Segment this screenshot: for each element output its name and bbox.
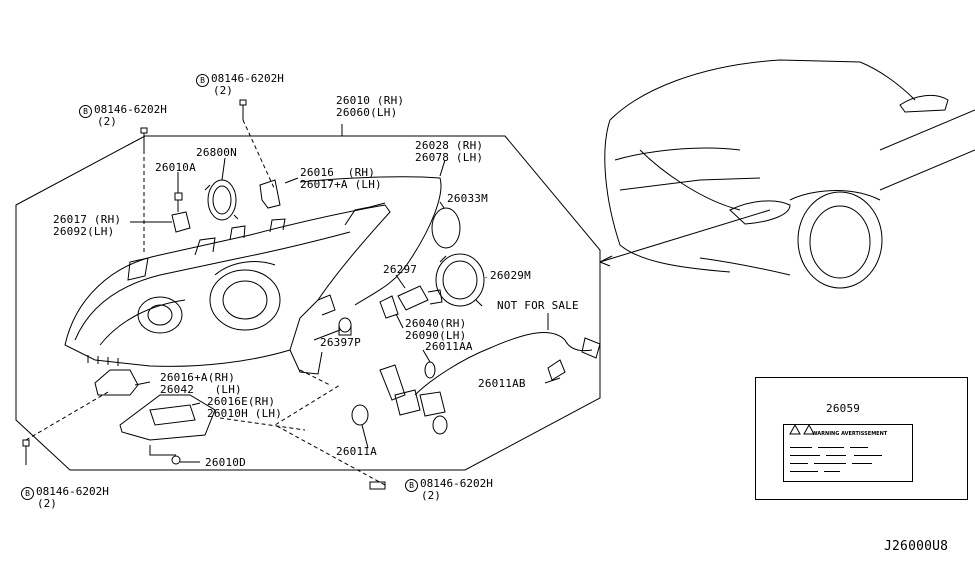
text-line	[818, 447, 844, 448]
label-26016: 26016 (RH)	[300, 166, 376, 179]
bolt-code: 08146-6202H	[211, 72, 284, 85]
bolt-bottom-mid-icon	[369, 481, 386, 490]
label-26029M: 26029M	[490, 269, 531, 282]
label-26800N: 26800N	[196, 146, 237, 159]
label-not-for-sale: NOT FOR SALE	[497, 299, 579, 312]
text-line	[790, 463, 808, 464]
label-26028: 26028 (RH)	[415, 139, 484, 152]
label-26397P: 26397P	[320, 336, 361, 349]
label-26010H: 26010H (LH)	[207, 407, 283, 420]
label-26092: 26092(LH)	[53, 225, 115, 238]
part-26011A-sockets	[351, 361, 448, 435]
warning-card-text: WARNING AVERTISSEMENT	[812, 431, 888, 437]
part-26297-bulb	[397, 285, 443, 311]
part-26800N-ring	[204, 179, 239, 221]
part-26017-bracket	[171, 211, 191, 233]
bolt-code: 08146-6202H	[94, 103, 167, 116]
text-line	[790, 455, 820, 456]
label-26040: 26040(RH)	[405, 317, 467, 330]
assembly-boundary	[15, 135, 601, 471]
label-26010A: 26010A	[155, 161, 196, 174]
headlamp-illustration	[64, 202, 391, 375]
label-26010: 26010 (RH)	[336, 94, 405, 107]
label-26011A: 26011A	[336, 445, 377, 458]
part-26016-bracket	[259, 179, 281, 209]
text-line	[790, 471, 818, 472]
text-line	[854, 455, 882, 456]
bolt-code: 08146-6202H	[36, 485, 109, 498]
part-26040-socket	[379, 295, 399, 319]
catalog-code: J26000U8	[884, 539, 949, 554]
label-26297: 26297	[383, 263, 418, 276]
text-line	[852, 463, 872, 464]
bolt-qty-left: (2)	[97, 115, 117, 128]
label-26016E: 26016E(RH)	[207, 395, 276, 408]
label-26017A: 26017+A (LH)	[300, 178, 382, 191]
label-26016A: 26016+A(RH)	[160, 371, 236, 384]
bolt-code: 08146-6202H	[420, 477, 493, 490]
text-line	[850, 447, 868, 448]
text-line	[824, 471, 840, 472]
label-26011AA: 26011AA	[425, 340, 473, 353]
part-26033M-seal	[431, 207, 461, 249]
bolt-top-left-icon	[140, 127, 148, 150]
part-26010D-screw	[171, 455, 181, 465]
bolt-qty-bottom-mid: (2)	[421, 489, 441, 502]
bolt-bottom-left-icon	[22, 439, 30, 465]
part-26016A-bracket	[94, 369, 139, 396]
part-26016E-bracket	[119, 394, 216, 441]
label-26017: 26017 (RH)	[53, 213, 122, 226]
part-26011AA-harness	[414, 332, 593, 396]
text-line	[790, 447, 812, 448]
label-26059: 26059	[826, 402, 861, 415]
label-26090: 26090(LH)	[405, 329, 467, 342]
bolt-qty-top: (2)	[213, 84, 233, 97]
label-26033M: 26033M	[447, 192, 488, 205]
part-26029M-cap	[435, 253, 485, 307]
part-26028-harness	[299, 176, 442, 306]
vehicle-front-illustration	[604, 59, 975, 289]
label-26011AB: 26011AB	[478, 377, 526, 390]
text-line	[826, 455, 846, 456]
reference-arrow	[599, 209, 771, 263]
warning-label-card: WARNING AVERTISSEMENT	[783, 424, 913, 482]
warning-label-panel	[755, 377, 968, 500]
label-26042: 26042 (LH)	[160, 383, 242, 396]
bolt-qty-bottom-left: (2)	[37, 497, 57, 510]
part-26010A-clip	[174, 192, 183, 212]
part-26397P-grommet	[338, 317, 352, 336]
label-26060: 26060(LH)	[336, 106, 398, 119]
label-26078: 26078 (LH)	[415, 151, 484, 164]
text-line	[814, 463, 846, 464]
bolt-top-mid-icon	[239, 99, 247, 120]
label-26010D: 26010D	[205, 456, 246, 469]
